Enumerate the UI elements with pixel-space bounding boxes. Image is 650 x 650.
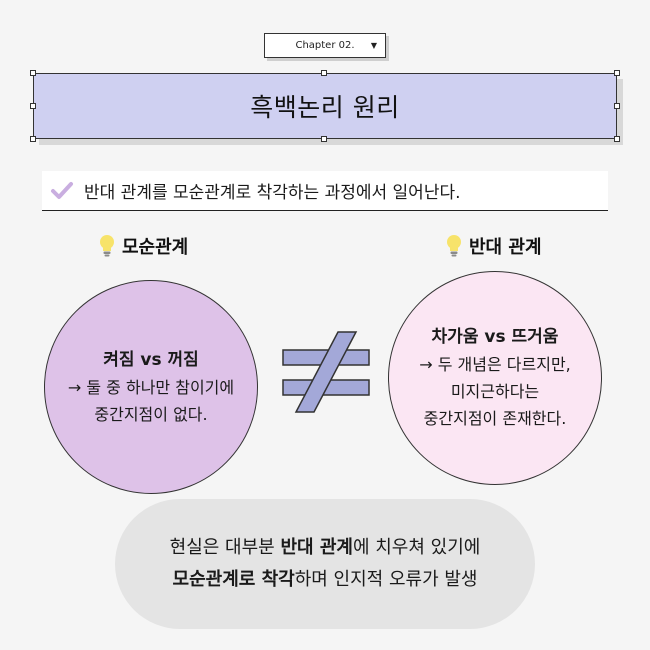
lightbulb-icon (447, 235, 461, 257)
resize-handle-left[interactable] (30, 103, 36, 109)
left-circle-line1: → 둘 중 하나만 참이기에 (67, 377, 235, 397)
left-circle-title: 켜짐 vs 꺼짐 (103, 349, 199, 370)
summary-text: 에 치우쳐 있기에 (352, 537, 481, 558)
check-icon (51, 181, 73, 199)
resize-handle-bottom[interactable] (321, 136, 327, 142)
summary-pill: 현실은 대부분 반대 관계에 치우쳐 있기에 모순관계로 착각하며 인지적 오류… (115, 499, 535, 629)
chevron-down-icon[interactable]: ▼ (370, 41, 377, 50)
right-circle-line2: 미지근하다는 (450, 382, 540, 401)
not-equal-icon (282, 331, 370, 413)
summary-line-1: 현실은 대부분 반대 관계에 치우쳐 있기에 (170, 532, 481, 564)
right-label: 반대 관계 (445, 233, 542, 259)
lightbulb-icon (100, 235, 114, 257)
left-circle: 켜짐 vs 꺼짐 → 둘 중 하나만 참이기에 중간지점이 없다. (44, 280, 258, 494)
page-title: 흑백논리 원리 (250, 93, 400, 122)
chapter-label: Chapter 02. (295, 40, 355, 51)
left-circle-line2: 중간지점이 없다. (94, 404, 208, 424)
resize-handle-bottom-left[interactable] (30, 136, 36, 142)
left-label-text: 모순관계 (122, 237, 189, 258)
summary-text: 하며 인지적 오류가 발생 (294, 569, 478, 590)
right-label-text: 반대 관계 (469, 237, 542, 258)
resize-handle-top-right[interactable] (614, 70, 620, 76)
summary-bold-text: 반대 관계 (280, 537, 353, 558)
right-circle-line3: 중간지점이 존재한다. (423, 409, 567, 428)
title-box[interactable]: 흑백논리 원리 (33, 73, 617, 139)
left-label: 모순관계 (98, 233, 188, 259)
resize-handle-right[interactable] (614, 103, 620, 109)
right-circle-line1: → 두 개념은 다르지만, (419, 355, 571, 374)
chapter-dropdown[interactable]: Chapter 02. ▼ (264, 33, 386, 58)
resize-handle-top-left[interactable] (30, 70, 36, 76)
right-circle: 차가움 vs 뜨거움 → 두 개념은 다르지만, 미지근하다는 중간지점이 존재… (388, 271, 602, 485)
right-circle-title: 차가움 vs 뜨거움 (431, 327, 559, 347)
subtitle-text: 반대 관계를 모순관계로 착각하는 과정에서 일어난다. (84, 183, 461, 203)
resize-handle-top[interactable] (321, 70, 327, 76)
summary-text: 현실은 대부분 (169, 537, 281, 558)
summary-bold-text: 모순관계로 착각 (172, 569, 295, 590)
summary-line-2: 모순관계로 착각하며 인지적 오류가 발생 (173, 564, 478, 596)
resize-handle-bottom-right[interactable] (614, 136, 620, 142)
subtitle-bar: 반대 관계를 모순관계로 착각하는 과정에서 일어난다. (42, 171, 608, 211)
